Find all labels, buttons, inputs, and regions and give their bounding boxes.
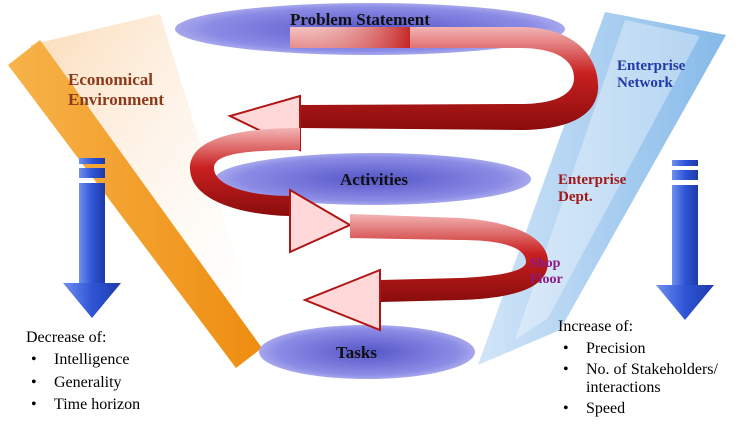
spiral-arrow-icon (190, 27, 599, 332)
shop-line2: Floor (530, 272, 563, 288)
environment-line: Environment (68, 89, 165, 109)
network-line2: Network (617, 75, 673, 92)
economical-line: Economical (68, 70, 153, 89)
increase-item-line1: No. of Stakeholders/ (586, 360, 718, 378)
decrease-item: Time horizon (26, 394, 140, 417)
increase-list: Increase of: Precision No. of Stakeholde… (558, 316, 718, 420)
tasks-ellipse (259, 325, 475, 379)
economical-environment-label: Economical Environment (68, 70, 164, 109)
network-line1: Enterprise (617, 58, 686, 74)
decrease-list: Decrease of: Intelligence Generality Tim… (26, 327, 140, 417)
dept-line1: Enterprise (558, 172, 627, 188)
decrease-item: Generality (26, 372, 140, 395)
increase-item: No. of Stakeholders/ interactions (558, 361, 718, 398)
increase-item: Precision (558, 338, 718, 361)
decrease-item: Intelligence (26, 349, 140, 372)
right-down-arrow-icon (656, 160, 714, 320)
enterprise-dept-label: Enterprise Dept. (558, 172, 626, 207)
left-down-arrow-icon (63, 158, 121, 318)
enterprise-network-label: Enterprise Network (617, 58, 685, 93)
activities-label: Activities (340, 170, 408, 189)
problem-statement-label: Problem Statement (290, 10, 430, 29)
tasks-label: Tasks (336, 343, 377, 362)
increase-heading: Increase of: (558, 318, 634, 335)
increase-item: Speed (558, 398, 718, 421)
left-orange-band (8, 40, 262, 368)
shop-floor-label: Shop Floor (530, 256, 563, 288)
shop-line1: Shop (530, 256, 561, 271)
right-funnel-highlight (515, 20, 700, 340)
increase-item-line2: interactions (586, 379, 661, 397)
decrease-heading: Decrease of: (26, 329, 107, 346)
dept-line2: Dept. (558, 189, 593, 206)
